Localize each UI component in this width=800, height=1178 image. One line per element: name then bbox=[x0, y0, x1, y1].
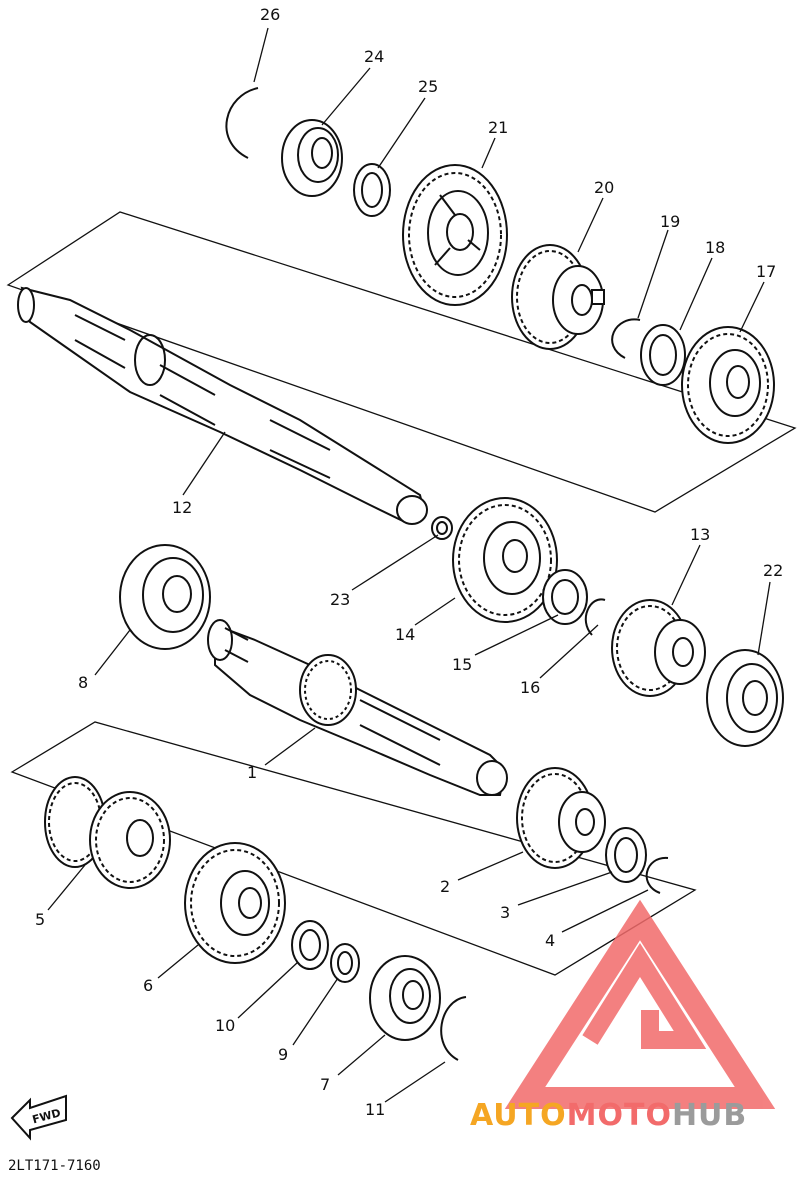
part-23-bushing bbox=[431, 516, 453, 540]
part-1-axle bbox=[207, 619, 508, 796]
callout-15: 15 bbox=[452, 655, 472, 674]
part-3-washer bbox=[605, 827, 647, 883]
part-8-bearing bbox=[119, 544, 211, 650]
part-9-washer bbox=[330, 943, 360, 983]
watermark-part2: MOTO bbox=[567, 1098, 672, 1133]
callout-14: 14 bbox=[395, 625, 415, 644]
watermark-part3: HUB bbox=[672, 1098, 747, 1133]
part-22-bearing bbox=[706, 649, 784, 747]
callout-19: 19 bbox=[660, 212, 680, 231]
part-21-gear bbox=[402, 164, 508, 306]
callout-12: 12 bbox=[172, 498, 192, 517]
callout-1: 1 bbox=[247, 763, 257, 782]
upper-group-outline bbox=[6, 211, 797, 513]
part-12-shaft bbox=[17, 286, 428, 525]
callout-23: 23 bbox=[330, 590, 350, 609]
callout-8: 8 bbox=[78, 673, 88, 692]
callout-10: 10 bbox=[215, 1016, 235, 1035]
lower-group-outline bbox=[10, 721, 697, 976]
callout-25: 25 bbox=[418, 77, 438, 96]
callout-11: 11 bbox=[365, 1100, 385, 1119]
part-18-washer bbox=[640, 324, 686, 386]
part-17-gear bbox=[681, 326, 775, 444]
callout-20: 20 bbox=[594, 178, 614, 197]
callout-4: 4 bbox=[545, 931, 555, 950]
fwd-arrow-icon: FWD bbox=[10, 1094, 67, 1141]
part-11-circlip bbox=[440, 996, 467, 1061]
part-16-circlip bbox=[584, 598, 606, 636]
part-6-gear bbox=[184, 842, 286, 964]
part-15-washer bbox=[542, 569, 588, 625]
part-24-bearing bbox=[281, 119, 343, 197]
callout-labels: 26 24 25 21 20 19 18 17 12 23 14 15 16 1… bbox=[35, 5, 783, 1119]
part-5-gear bbox=[44, 776, 171, 889]
leader-lines bbox=[47, 27, 771, 1103]
part-13-gear bbox=[611, 599, 706, 697]
callout-26: 26 bbox=[260, 5, 280, 24]
callout-9: 9 bbox=[278, 1045, 288, 1064]
watermark-brand: AUTOMOTOHUB bbox=[470, 1098, 747, 1133]
part-2-gear bbox=[516, 767, 606, 869]
part-19-circlip bbox=[611, 318, 641, 359]
callout-5: 5 bbox=[35, 910, 45, 929]
part-10-washer bbox=[291, 920, 329, 970]
callout-18: 18 bbox=[705, 238, 725, 257]
automotohub-logo-icon bbox=[504, 899, 776, 1109]
part-4-circlip bbox=[645, 856, 669, 894]
callout-7: 7 bbox=[320, 1075, 330, 1094]
callout-6: 6 bbox=[143, 976, 153, 995]
callout-21: 21 bbox=[488, 118, 508, 137]
part-7-bearing bbox=[369, 955, 441, 1041]
part-14-gear bbox=[452, 497, 558, 623]
callout-2: 2 bbox=[440, 877, 450, 896]
callout-3: 3 bbox=[500, 903, 510, 922]
callout-16: 16 bbox=[520, 678, 540, 697]
callout-22: 22 bbox=[763, 561, 783, 580]
callout-24: 24 bbox=[364, 47, 384, 66]
callout-13: 13 bbox=[690, 525, 710, 544]
watermark-part1: AUTO bbox=[470, 1098, 567, 1133]
part-20-gear bbox=[511, 244, 605, 350]
part-code: 2LT171-7160 bbox=[8, 1158, 101, 1174]
part-26-circlip bbox=[225, 87, 259, 159]
callout-17: 17 bbox=[756, 262, 776, 281]
part-25-washer bbox=[353, 163, 391, 217]
